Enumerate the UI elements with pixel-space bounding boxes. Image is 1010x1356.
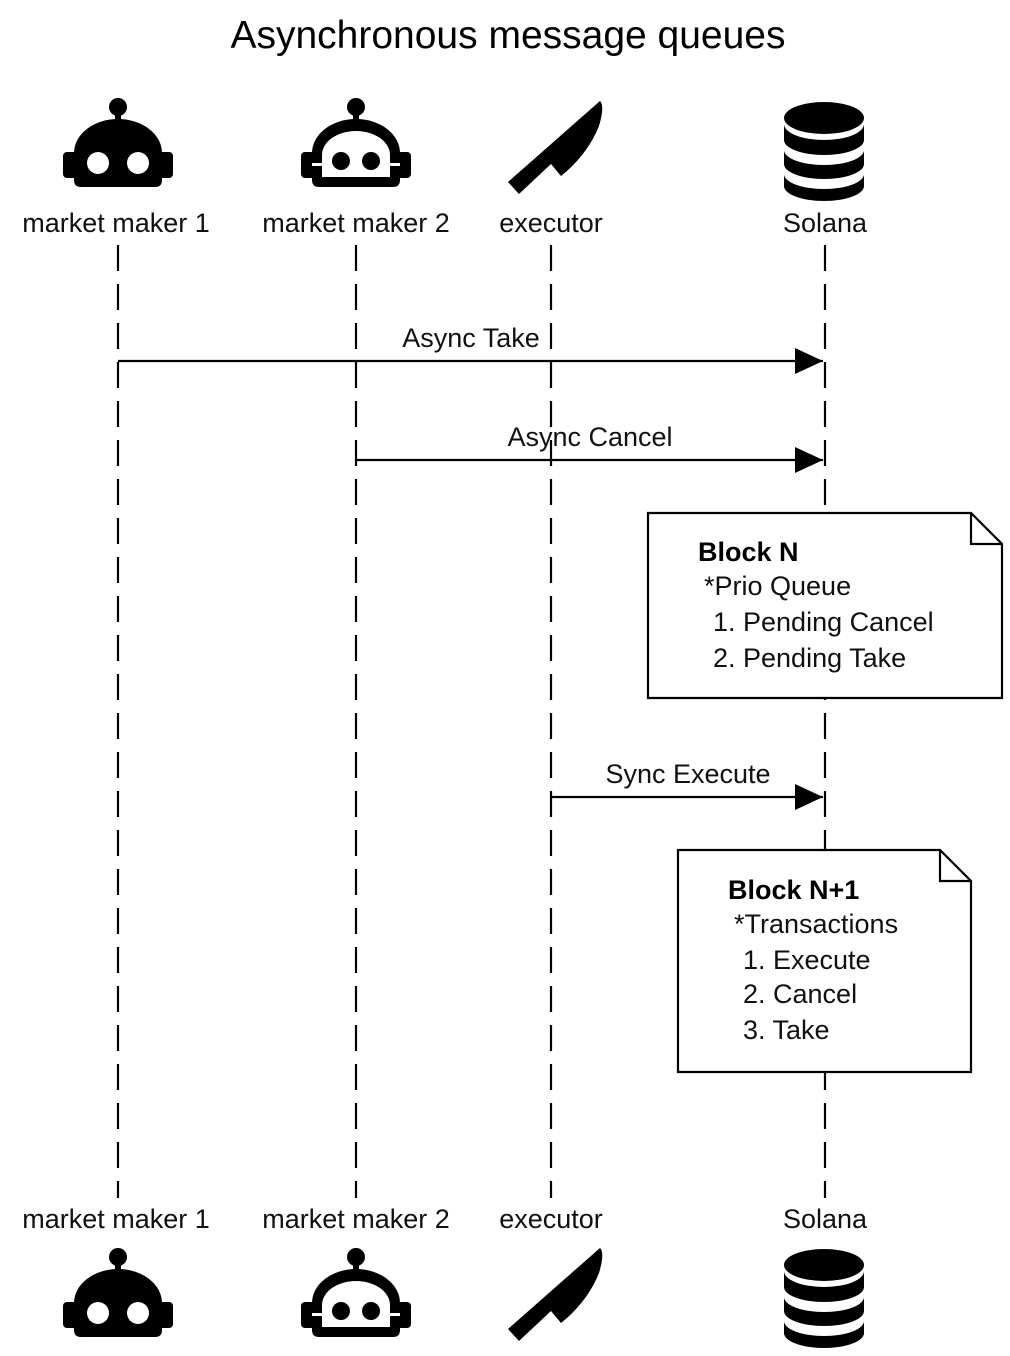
participant-label: executor <box>499 1204 603 1234</box>
robot-filled-icon <box>63 1248 173 1337</box>
message-sync-execute[interactable]: Sync Execute <box>551 759 823 810</box>
participant-market-maker-2-top[interactable]: market maker 2 <box>262 98 450 238</box>
message-async-take[interactable]: Async Take <box>118 323 823 374</box>
participant-executor-bottom[interactable]: executor <box>499 1204 603 1341</box>
note-line: *Prio Queue <box>704 571 851 601</box>
participant-label: executor <box>499 208 603 238</box>
participant-label: Solana <box>783 1204 868 1234</box>
note-line: 3. Take <box>743 1015 830 1045</box>
database-icon <box>784 102 864 201</box>
robot-outline-icon <box>301 1248 411 1337</box>
participant-market-maker-1-top[interactable]: market maker 1 <box>22 98 210 238</box>
note-line: 2. Cancel <box>743 979 857 1009</box>
participant-label: market maker 2 <box>262 1204 450 1234</box>
message-label: Sync Execute <box>605 759 770 789</box>
note-block-n[interactable]: Block N *Prio Queue 1. Pending Cancel 2.… <box>646 511 1004 700</box>
participant-label: market maker 2 <box>262 208 450 238</box>
robot-filled-icon <box>63 98 173 187</box>
participant-market-maker-1-bottom[interactable]: market maker 1 <box>22 1204 210 1337</box>
note-line: *Transactions <box>734 909 898 939</box>
note-heading: Block N+1 <box>728 875 859 905</box>
robot-outline-icon <box>301 98 411 187</box>
note-line: 2. Pending Take <box>713 643 906 673</box>
participant-label: Solana <box>783 208 868 238</box>
knife-icon <box>508 101 603 194</box>
note-heading: Block N <box>698 537 799 567</box>
note-block-n-plus-1[interactable]: Block N+1 *Transactions 1. Execute 2. Ca… <box>676 848 973 1074</box>
database-icon <box>784 1249 864 1348</box>
participant-label: market maker 1 <box>22 208 210 238</box>
note-line: 1. Execute <box>743 945 871 975</box>
participant-market-maker-2-bottom[interactable]: market maker 2 <box>262 1204 450 1337</box>
message-async-cancel[interactable]: Async Cancel <box>356 422 823 473</box>
diagram-title: Asynchronous message queues <box>230 14 785 57</box>
message-label: Async Cancel <box>507 422 672 452</box>
note-line: 1. Pending Cancel <box>713 607 934 637</box>
knife-icon <box>508 1248 603 1341</box>
participant-label: market maker 1 <box>22 1204 210 1234</box>
participant-solana-bottom[interactable]: Solana <box>783 1204 868 1348</box>
participant-solana-top[interactable]: Solana <box>783 102 868 238</box>
participant-executor-top[interactable]: executor <box>499 101 603 238</box>
message-label: Async Take <box>402 323 540 353</box>
